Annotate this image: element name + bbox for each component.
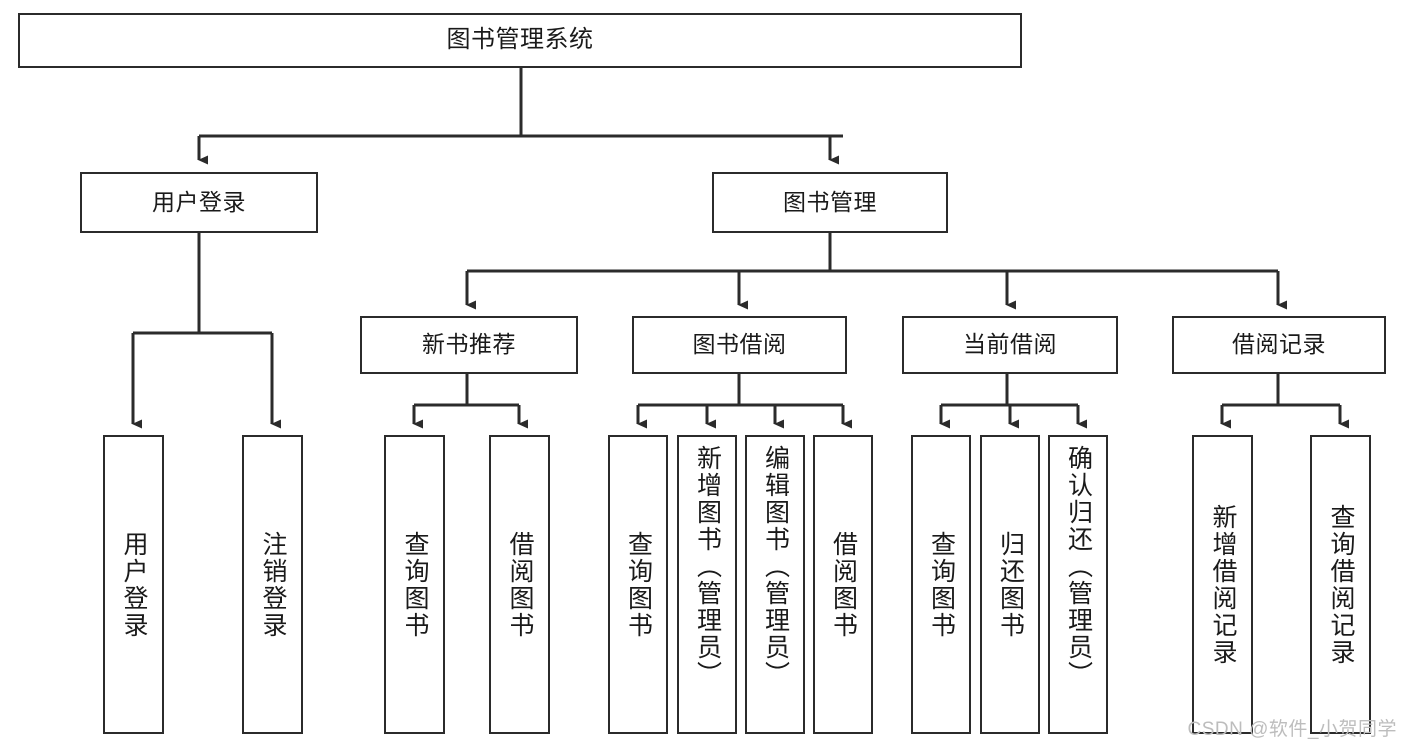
node-label: 查询图书 (401, 530, 429, 639)
node-current-borrow[interactable]: 当前借阅 (902, 316, 1118, 374)
node-root-book-management-system[interactable]: 图书管理系统 (18, 13, 1022, 68)
node-leaf-return-book[interactable]: 归还图书 (980, 435, 1040, 734)
node-leaf-confirm-return-admin[interactable]: 确认归还（管理员） (1048, 435, 1108, 734)
node-leaf-query-book-borrow[interactable]: 查询图书 (608, 435, 668, 734)
node-label: 借阅记录 (1232, 331, 1326, 358)
node-label: 查询图书 (927, 530, 956, 639)
node-label: 当前借阅 (963, 331, 1057, 358)
node-label: 用户登录 (152, 188, 246, 215)
node-borrow-record[interactable]: 借阅记录 (1172, 316, 1386, 374)
node-leaf-query-borrow-record[interactable]: 查询借阅记录 (1310, 435, 1371, 734)
node-leaf-query-book-recommend[interactable]: 查询图书 (384, 435, 445, 734)
node-label: 编辑图书（管理员） (761, 445, 790, 688)
node-label: 借阅图书 (829, 530, 858, 639)
node-label: 图书管理 (783, 188, 877, 215)
node-label: 注销登录 (259, 530, 287, 639)
node-leaf-add-borrow-record[interactable]: 新增借阅记录 (1192, 435, 1253, 734)
node-leaf-edit-book-admin[interactable]: 编辑图书（管理员） (745, 435, 805, 734)
node-leaf-add-book-admin[interactable]: 新增图书（管理员） (677, 435, 737, 734)
node-label: 图书借阅 (692, 331, 787, 358)
node-label: 确认归还（管理员） (1064, 445, 1093, 688)
node-label: 图书管理系统 (446, 26, 594, 54)
node-label: 新增借阅记录 (1209, 503, 1237, 666)
node-user-login[interactable]: 用户登录 (80, 172, 318, 233)
watermark-text: CSDN @软件_小贺同学 (1187, 719, 1397, 740)
node-label: 借阅图书 (506, 530, 534, 639)
node-label: 归还图书 (996, 530, 1025, 639)
node-leaf-user-login[interactable]: 用户登录 (103, 435, 164, 734)
node-new-book-recommend[interactable]: 新书推荐 (360, 316, 578, 374)
node-label: 新书推荐 (422, 331, 516, 358)
node-label: 用户登录 (120, 530, 148, 639)
node-book-management[interactable]: 图书管理 (712, 172, 948, 233)
node-leaf-borrow-book-recommend[interactable]: 借阅图书 (489, 435, 550, 734)
node-label: 查询图书 (624, 530, 653, 639)
node-label: 新增图书（管理员） (693, 445, 722, 688)
node-leaf-query-book-current[interactable]: 查询图书 (911, 435, 971, 734)
node-label: 查询借阅记录 (1327, 503, 1355, 666)
node-leaf-logout-login[interactable]: 注销登录 (242, 435, 303, 734)
node-book-borrow[interactable]: 图书借阅 (632, 316, 847, 374)
node-leaf-borrow-book-borrow[interactable]: 借阅图书 (813, 435, 873, 734)
